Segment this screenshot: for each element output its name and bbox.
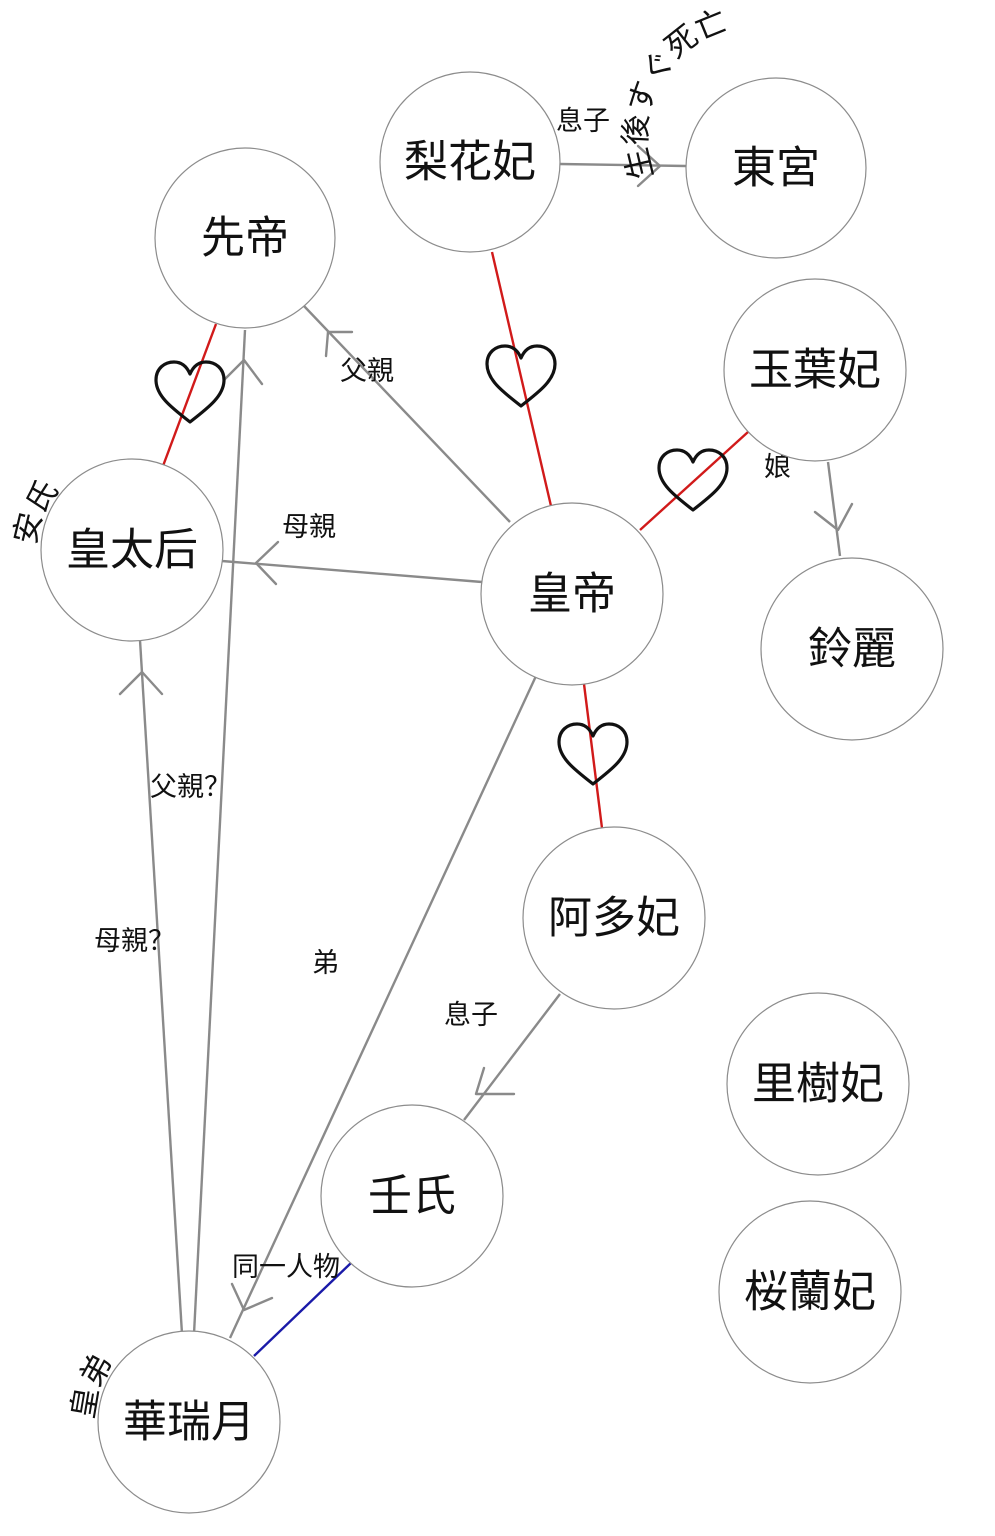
arrowheads-layer [118, 144, 854, 1312]
node-label: 先帝 [201, 213, 289, 264]
node-koutei[interactable]: 皇帝 [480, 502, 664, 686]
edge-label-jinshi-kazuigetsu: 同一人物 [232, 1252, 340, 1283]
node-label: 皇帝 [528, 569, 616, 620]
node-label: 東宮 [732, 143, 820, 194]
node-label: 華瑞月 [123, 1397, 255, 1448]
node-label: 桜蘭妃 [744, 1267, 876, 1318]
edge-label-koutei-koutaigou: 母親 [282, 512, 336, 543]
edge-label-koutei-sentei: 父親 [340, 356, 394, 387]
node-kazuigetsu[interactable]: 華瑞月 [97, 1330, 281, 1514]
arrowhead-sentei-from-koutei [324, 330, 354, 358]
arrowhead-reirei [813, 502, 854, 532]
arrowhead-jinshi [474, 1066, 516, 1096]
arrowhead-koutaigou-from-koutei [254, 540, 280, 586]
node-label: 阿多妃 [548, 893, 680, 944]
edge-gyokuyouhi-reirei [826, 461, 842, 557]
node-reirei[interactable]: 鈴麗 [760, 557, 944, 741]
edge-label-kazuigetsu-sentei: 父親？ [150, 772, 231, 803]
edge-label-koutei-kazuigetsu: 弟 [312, 948, 339, 979]
node-label: 梨花妃 [404, 137, 536, 188]
edge-atahi-jinshi [463, 993, 561, 1121]
edge-gyokuyouhi-koutei [639, 431, 749, 531]
heart-icon [154, 360, 226, 424]
node-gyokuyouhi[interactable]: 玉葉妃 [723, 278, 907, 462]
hearts-layer [154, 344, 729, 786]
node-jinshi[interactable]: 壬氏 [320, 1104, 504, 1288]
edge-koutei-koutaigou [221, 559, 483, 584]
edge-kazuigetsu-sentei [192, 329, 247, 1335]
arrowhead-touguu [636, 144, 662, 188]
arrowhead-sentei-from-kazuigetsu [222, 358, 264, 386]
node-ourannhi[interactable]: 桜蘭妃 [718, 1200, 902, 1384]
edge-label-atahi-jinshi: 息子 [444, 1000, 498, 1031]
node-label: 壬氏 [368, 1171, 456, 1222]
node-label: 里樹妃 [752, 1059, 884, 1110]
edge-rikahi-touguu [559, 162, 687, 168]
edge-label-gyokuyouhi-reirei: 娘 [764, 452, 791, 483]
arrowhead-koutaigou-from-kazuigetsu [118, 670, 164, 696]
node-rijuhi[interactable]: 里樹妃 [726, 992, 910, 1176]
arrowhead-kazuigetsu-from-koutei [230, 1282, 274, 1312]
edge-koutei-kazuigetsu [228, 675, 538, 1339]
edge-labels-layer: 息子 父親 母親 娘 父親？ 母親？ 弟 息子 同一人物 [94, 106, 791, 1283]
node-label: 玉葉妃 [749, 345, 881, 396]
node-atahi[interactable]: 阿多妃 [522, 826, 706, 1010]
edges-layer [138, 162, 842, 1357]
node-label: 鈴麗 [808, 624, 896, 675]
edge-koutei-atahi [582, 683, 604, 829]
edge-jinshi-kazuigetsu [253, 1261, 353, 1357]
nodes-layer: 先帝 梨花妃 東宮 玉葉妃 皇太后 皇帝 鈴麗 阿多妃 [40, 71, 944, 1514]
node-touguu[interactable]: 東宮 [685, 77, 867, 259]
edge-sentei-koutaigou [161, 323, 218, 467]
heart-icon [557, 722, 629, 786]
edge-label-rikahi-touguu: 息子 [556, 106, 610, 137]
node-sentei[interactable]: 先帝 [154, 147, 336, 329]
heart-icon [485, 344, 557, 408]
edge-rikahi-koutei [490, 251, 553, 507]
edge-kazuigetsu-koutaigou [138, 639, 184, 1335]
node-label: 皇太后 [66, 525, 198, 576]
edge-koutei-sentei [303, 305, 511, 523]
heart-icon [657, 448, 729, 512]
node-rikahi[interactable]: 梨花妃 [379, 71, 561, 253]
edge-label-kazuigetsu-koutaigou: 母親？ [94, 926, 175, 957]
node-koutaigou[interactable]: 皇太后 [40, 458, 224, 642]
